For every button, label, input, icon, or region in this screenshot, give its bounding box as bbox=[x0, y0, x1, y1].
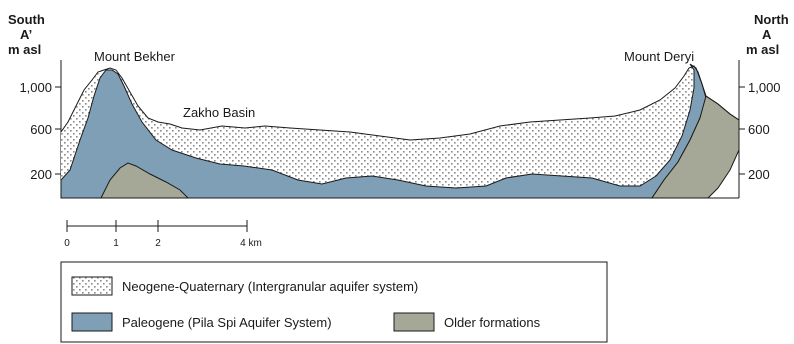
point-a-prime-label: A’ bbox=[20, 27, 32, 42]
left-tick-label: 600 bbox=[30, 122, 52, 137]
right-axis: 1,000 600 200 bbox=[738, 60, 781, 198]
left-axis: 1,000 600 200 bbox=[19, 60, 62, 198]
north-label: North bbox=[754, 12, 789, 27]
legend-swatch-neogene bbox=[71, 276, 113, 296]
south-label: South bbox=[8, 12, 45, 27]
legend-label-older: Older formations bbox=[444, 315, 541, 330]
legend-label-paleogene: Paleogene (Pila Spi Aquifer System) bbox=[122, 315, 332, 330]
ground-surface-line bbox=[60, 65, 740, 141]
legend-frame bbox=[60, 261, 608, 343]
zakho-basin-label: Zakho Basin bbox=[183, 105, 255, 120]
scale-label: 0 bbox=[64, 238, 70, 249]
right-axis-unit: m asl bbox=[746, 42, 779, 57]
scale-label: 4 km bbox=[240, 238, 262, 249]
right-tick-label: 200 bbox=[748, 167, 770, 182]
mount-bekher-label: Mount Bekher bbox=[94, 49, 176, 64]
legend-swatch-paleogene bbox=[71, 312, 113, 332]
legend-label-neogene: Neogene-Quaternary (Intergranular aquife… bbox=[122, 279, 418, 294]
left-tick-label: 200 bbox=[30, 167, 52, 182]
older-formations-left bbox=[100, 162, 190, 199]
scale-bar: 0 1 2 4 km bbox=[64, 220, 262, 249]
legend-swatch-older bbox=[393, 312, 435, 332]
scale-label: 2 bbox=[155, 238, 161, 249]
neogene-quaternary-unit bbox=[61, 66, 700, 190]
left-tick-label: 1,000 bbox=[19, 80, 52, 95]
point-a-label: A bbox=[762, 27, 772, 42]
legend: Neogene-Quaternary (Intergranular aquife… bbox=[60, 261, 608, 343]
scale-label: 1 bbox=[113, 238, 119, 249]
right-tick-label: 600 bbox=[748, 122, 770, 137]
right-tick-label: 1,000 bbox=[748, 80, 781, 95]
mount-deryi-label: Mount Deryi bbox=[624, 49, 694, 64]
left-axis-unit: m asl bbox=[8, 42, 41, 57]
